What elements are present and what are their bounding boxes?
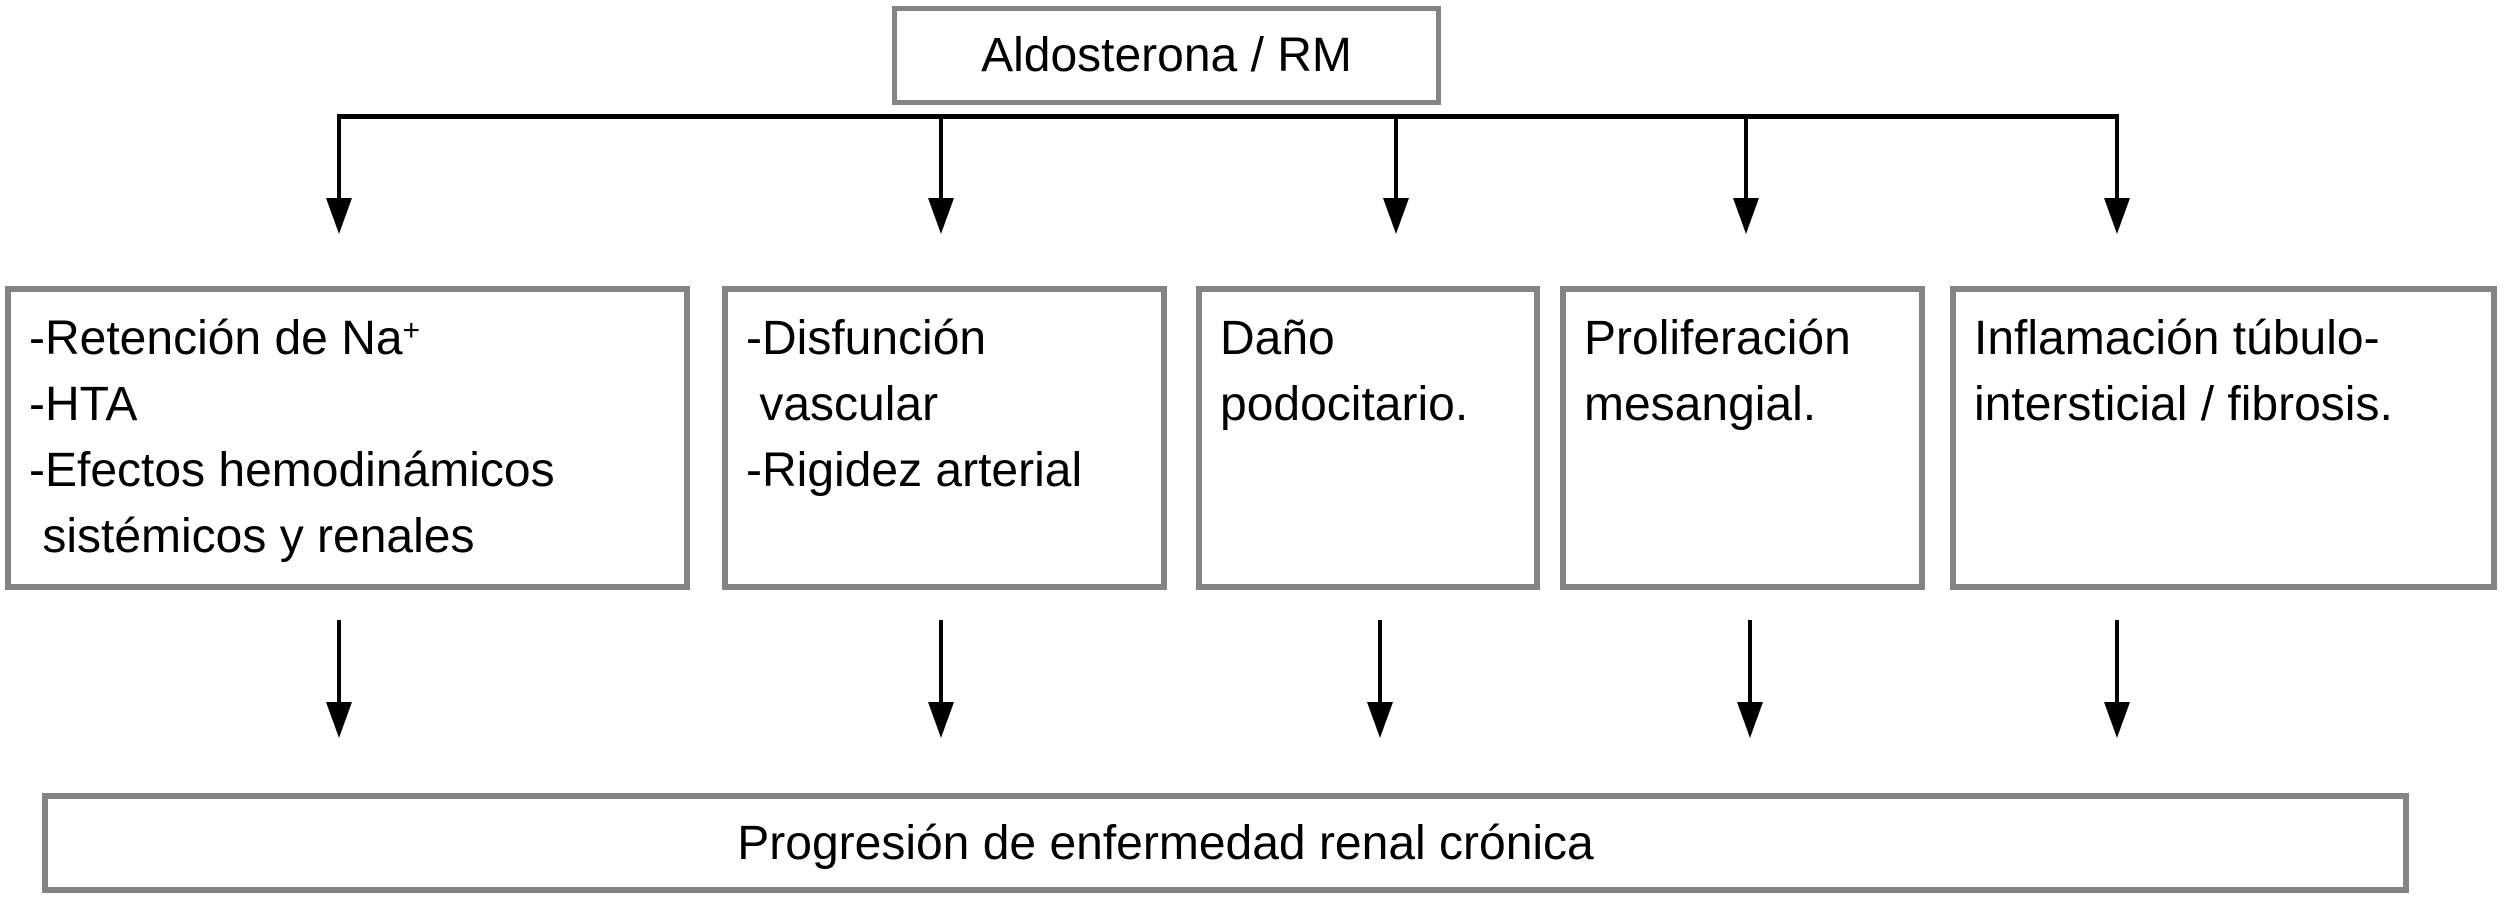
- aldosterona-rm-label: Aldosterona / RM: [981, 29, 1352, 82]
- effect-line: -HTA: [29, 378, 138, 431]
- arrow-stem: [1394, 114, 1398, 198]
- down-arrow-connector: [1383, 114, 1409, 234]
- effect-box-vascular-dysfunction: -Disfunción vascular -Rigidez arterial: [722, 286, 1167, 590]
- arrow-head-icon: [1733, 198, 1759, 234]
- down-arrow-connector: [326, 620, 352, 738]
- effect-box-mesangial-proliferation: Proliferación mesangial.: [1560, 286, 1925, 590]
- effect-line: -Disfunción: [746, 312, 987, 365]
- down-arrow-connector: [2104, 114, 2130, 234]
- arrow-head-icon: [1383, 198, 1409, 234]
- effect-line: Inflamación túbulo-: [1974, 312, 2380, 365]
- effect-line-text: -Retención de Na: [29, 312, 403, 365]
- effect-line: -Retención de Na+: [29, 306, 666, 372]
- na-plus-superscript: +: [402, 314, 421, 347]
- arrow-stem: [939, 620, 943, 702]
- effect-line: sistémicos y renales: [29, 510, 475, 563]
- down-arrow-connector: [2104, 620, 2130, 738]
- arrow-stem: [939, 114, 943, 198]
- branch-line: [337, 114, 2119, 119]
- down-arrow-connector: [928, 114, 954, 234]
- down-arrow-connector: [1737, 620, 1763, 738]
- arrow-stem: [2115, 114, 2119, 198]
- effect-line: -Rigidez arterial: [746, 444, 1083, 497]
- arrow-head-icon: [1367, 702, 1393, 738]
- effect-line: -Efectos hemodinámicos: [29, 444, 555, 497]
- arrow-head-icon: [928, 702, 954, 738]
- outcome-label: Progresión de enfermedad renal crónica: [737, 816, 1594, 870]
- arrow-stem: [1748, 620, 1752, 702]
- effect-line: Proliferación: [1584, 312, 1851, 365]
- effect-line: podocitario.: [1220, 378, 1469, 431]
- arrow-stem: [1744, 114, 1748, 198]
- arrow-head-icon: [326, 198, 352, 234]
- arrow-stem: [1378, 620, 1382, 702]
- effect-box-podocyte-damage: Daño podocitario.: [1196, 286, 1540, 590]
- aldosterona-rm-box: Aldosterona / RM: [892, 6, 1441, 105]
- arrow-stem: [337, 114, 341, 198]
- down-arrow-connector: [928, 620, 954, 738]
- effect-line: vascular: [746, 378, 939, 431]
- down-arrow-connector: [1733, 114, 1759, 234]
- arrow-head-icon: [2104, 702, 2130, 738]
- arrow-head-icon: [2104, 198, 2130, 234]
- effect-line: Daño: [1220, 312, 1335, 365]
- arrow-head-icon: [1737, 702, 1763, 738]
- outcome-box-ckd-progression: Progresión de enfermedad renal crónica: [42, 793, 2409, 893]
- effect-box-sodium-retention: -Retención de Na+ -HTA -Efectos hemodiná…: [5, 286, 690, 590]
- arrow-head-icon: [326, 702, 352, 738]
- down-arrow-connector: [1367, 620, 1393, 738]
- effect-line: intersticial / fibrosis.: [1974, 378, 2393, 431]
- effect-line: mesangial.: [1584, 378, 1817, 431]
- down-arrow-connector: [326, 114, 352, 234]
- effect-box-tubulointerstitial-inflammation: Inflamación túbulo- intersticial / fibro…: [1950, 286, 2497, 590]
- arrow-head-icon: [928, 198, 954, 234]
- arrow-stem: [337, 620, 341, 702]
- arrow-stem: [2115, 620, 2119, 702]
